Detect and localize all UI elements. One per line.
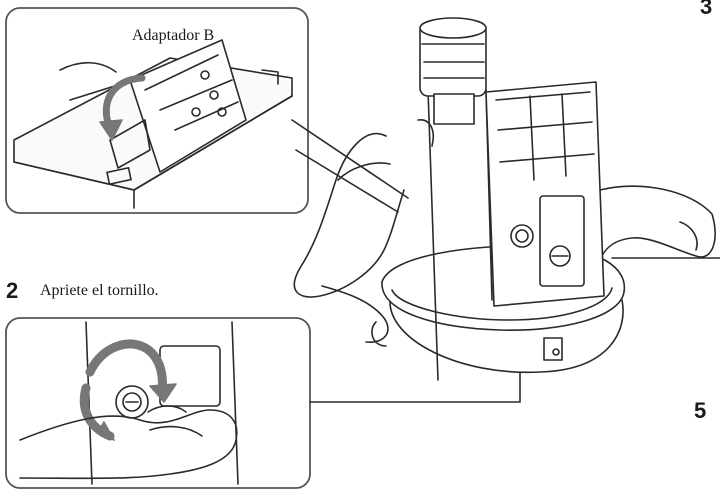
bottom-inset-panel [5,317,311,489]
step-5-number: 5 [694,398,707,423]
step-2-instruction: Apriete el tornillo. [40,282,159,299]
adaptador-b-label: Adaptador B [132,27,214,44]
step-3-number: 3 [700,0,713,19]
step-2-number: 2 [6,278,19,303]
